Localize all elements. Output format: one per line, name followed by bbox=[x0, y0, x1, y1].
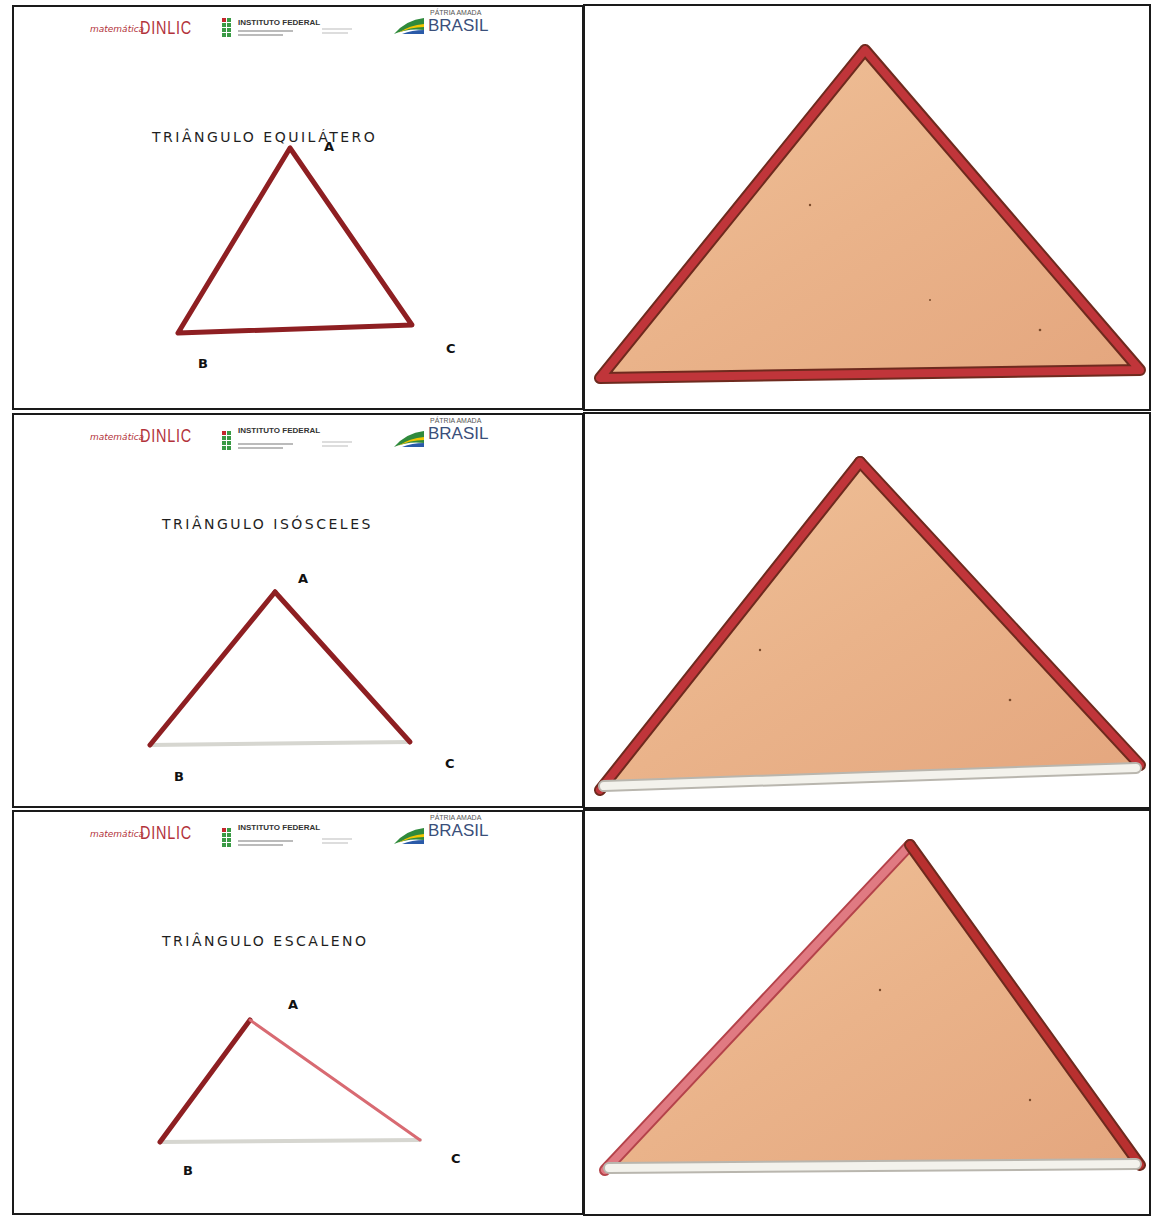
logo-text: INSTITUTO FEDERAL bbox=[238, 19, 320, 28]
logo-text: INSTITUTO FEDERAL bbox=[238, 427, 320, 436]
vertex-label: A bbox=[288, 998, 298, 1012]
triangle-title: TRIÂNGULO EQUILÁTERO bbox=[152, 130, 377, 145]
photo-frame bbox=[584, 810, 1150, 1215]
photo-frame bbox=[584, 413, 1150, 808]
drawn-triangle bbox=[150, 592, 410, 745]
logo-text: PÁTRIA AMADA bbox=[430, 9, 481, 17]
worksheet-panel: matemáticaDINLIC INSTITUTO FEDERAL PÁTRIA … bbox=[12, 810, 584, 1215]
vertex-label: B bbox=[183, 1164, 193, 1178]
logo-text: matemática bbox=[90, 433, 144, 443]
logo-text: matemática bbox=[90, 830, 144, 840]
logo-text: INSTITUTO FEDERAL bbox=[238, 824, 320, 833]
logo-text: DINLIC bbox=[140, 19, 192, 39]
logo-text: DINLIC bbox=[140, 427, 192, 447]
logo-text: PÁTRIA AMADA bbox=[430, 814, 481, 822]
worksheet-panel: matemáticaDINLIC INSTITUTO FEDERAL PÁTRIA … bbox=[12, 5, 584, 410]
vertex-label: A bbox=[298, 572, 308, 586]
worksheet-panel: matemáticaDINLIC INSTITUTO FEDERAL PÁTRIA … bbox=[12, 413, 584, 808]
vertex-label: C bbox=[445, 757, 455, 771]
wooden-triangle bbox=[600, 50, 1140, 378]
logo-text: BRASIL bbox=[428, 425, 488, 444]
vertex-label: C bbox=[446, 342, 456, 356]
triangle-title: TRIÂNGULO ISÓSCELES bbox=[162, 517, 373, 532]
logo-text: DINLIC bbox=[140, 824, 192, 844]
vertex-label: B bbox=[198, 357, 208, 371]
triangle-title: TRIÂNGULO ESCALENO bbox=[162, 934, 369, 949]
logo-text: PÁTRIA AMADA bbox=[430, 417, 481, 425]
wooden-triangle bbox=[600, 462, 1140, 790]
logo-text: matemática bbox=[90, 25, 144, 35]
vertex-label: B bbox=[174, 770, 184, 784]
drawn-triangle bbox=[178, 148, 412, 333]
vertex-label: C bbox=[451, 1152, 461, 1166]
logo-text: BRASIL bbox=[428, 822, 488, 841]
drawn-triangle bbox=[160, 1020, 420, 1142]
wooden-triangle bbox=[605, 845, 1140, 1170]
logo-text: BRASIL bbox=[428, 17, 488, 36]
photo-frame bbox=[584, 5, 1150, 410]
vertex-label: A bbox=[324, 140, 334, 154]
